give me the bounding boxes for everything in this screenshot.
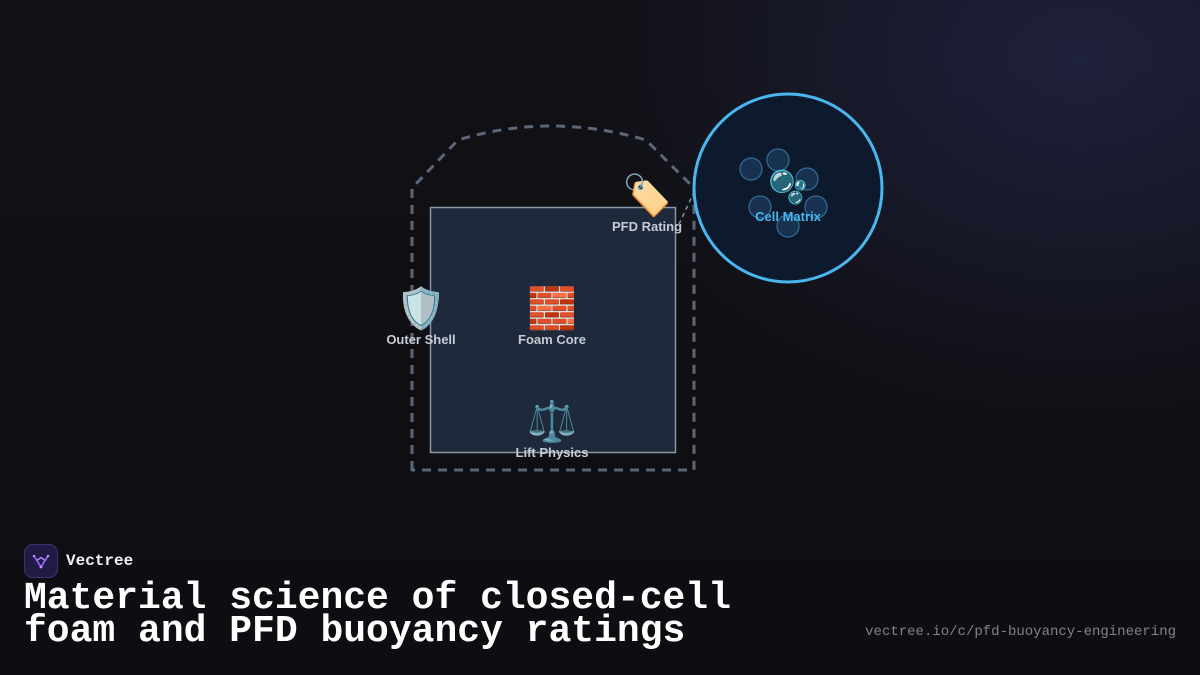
outer-shell-label: Outer Shell: [386, 332, 455, 347]
brick-icon: 🧱: [527, 285, 577, 332]
foam-cell: [766, 148, 790, 172]
lift-physics-node[interactable]: ⚖️ Lift Physics: [516, 398, 589, 460]
page-title: Material science of closed-cell foam and…: [24, 577, 731, 653]
cell-matrix-callout[interactable]: 🫧 Cell Matrix: [692, 92, 884, 284]
foam-cells: [739, 148, 828, 238]
shield-icon: 🛡️: [396, 285, 446, 332]
pfd-rating-node[interactable]: 🏷️ PFD Rating: [612, 172, 682, 234]
brand-name: Vectree: [66, 552, 134, 570]
foam-cell: [776, 214, 800, 238]
tag-icon: 🏷️: [622, 172, 672, 219]
bubbles-icon: 🫧: [768, 168, 808, 206]
balance-scale-icon: ⚖️: [527, 398, 577, 445]
foam-core-panel: [429, 206, 677, 454]
callout-circle: [692, 92, 884, 284]
brand[interactable]: Vectree: [24, 544, 133, 578]
cell-matrix-label: Cell Matrix: [755, 209, 822, 224]
foam-cell: [739, 157, 763, 181]
vectree-logo-icon: [24, 544, 58, 578]
foam-cell: [748, 195, 772, 219]
lift-physics-label: Lift Physics: [516, 445, 589, 460]
pfd-rating-label: PFD Rating: [612, 219, 682, 234]
foam-core-node[interactable]: 🧱 Foam Core: [518, 285, 586, 347]
course-url[interactable]: vectree.io/c/pfd-buoyancy-engineering: [865, 624, 1176, 640]
outer-shell-node[interactable]: 🛡️ Outer Shell: [386, 285, 455, 347]
foam-core-label: Foam Core: [518, 332, 586, 347]
foam-cell: [795, 167, 819, 191]
outer-shell-outline: [410, 124, 696, 472]
foam-cell: [804, 195, 828, 219]
